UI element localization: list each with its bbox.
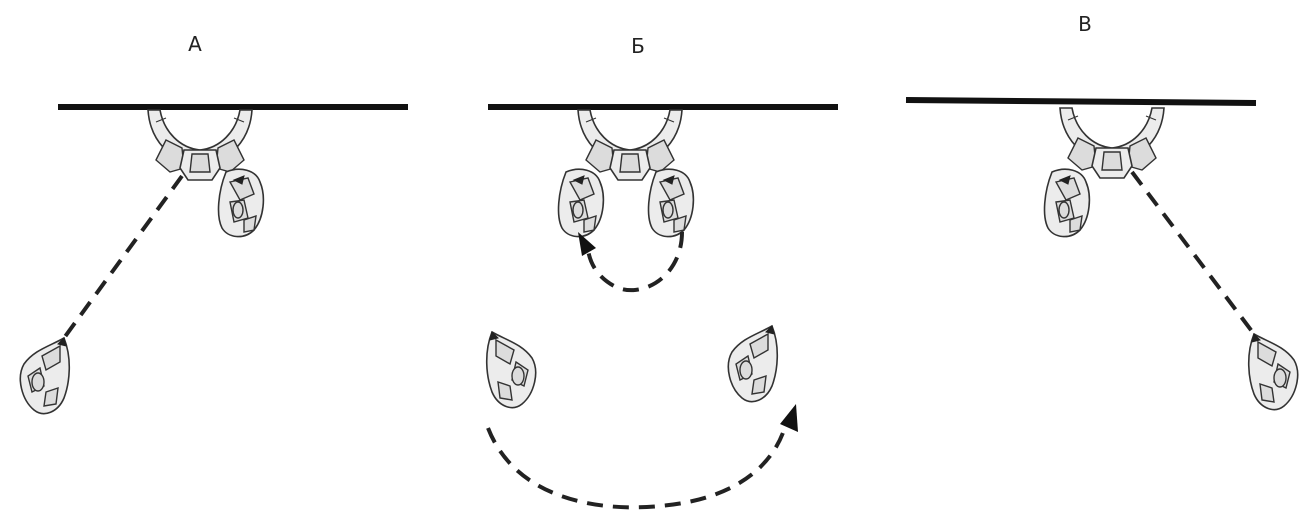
folded-limb-c [1045,169,1090,236]
body-c [1060,108,1164,178]
trajectory-c [1132,172,1254,334]
extended-limb-c [1249,334,1298,410]
trajectory-a [64,176,182,338]
trajectory-b-small [588,232,682,290]
arrowhead-b-large [780,404,798,432]
panel-a [20,107,408,414]
trajectory-b-large [488,428,784,507]
panel-b [487,107,838,507]
folded-limb-b-left [559,169,604,236]
extended-limb-b-right [728,326,777,402]
folded-limb-a [219,169,264,236]
extended-limb-b-left [487,332,536,408]
surface-line-c [906,100,1256,103]
folded-limb-b-right [649,169,694,236]
extended-limb-a [20,338,69,414]
panel-c [906,100,1298,410]
